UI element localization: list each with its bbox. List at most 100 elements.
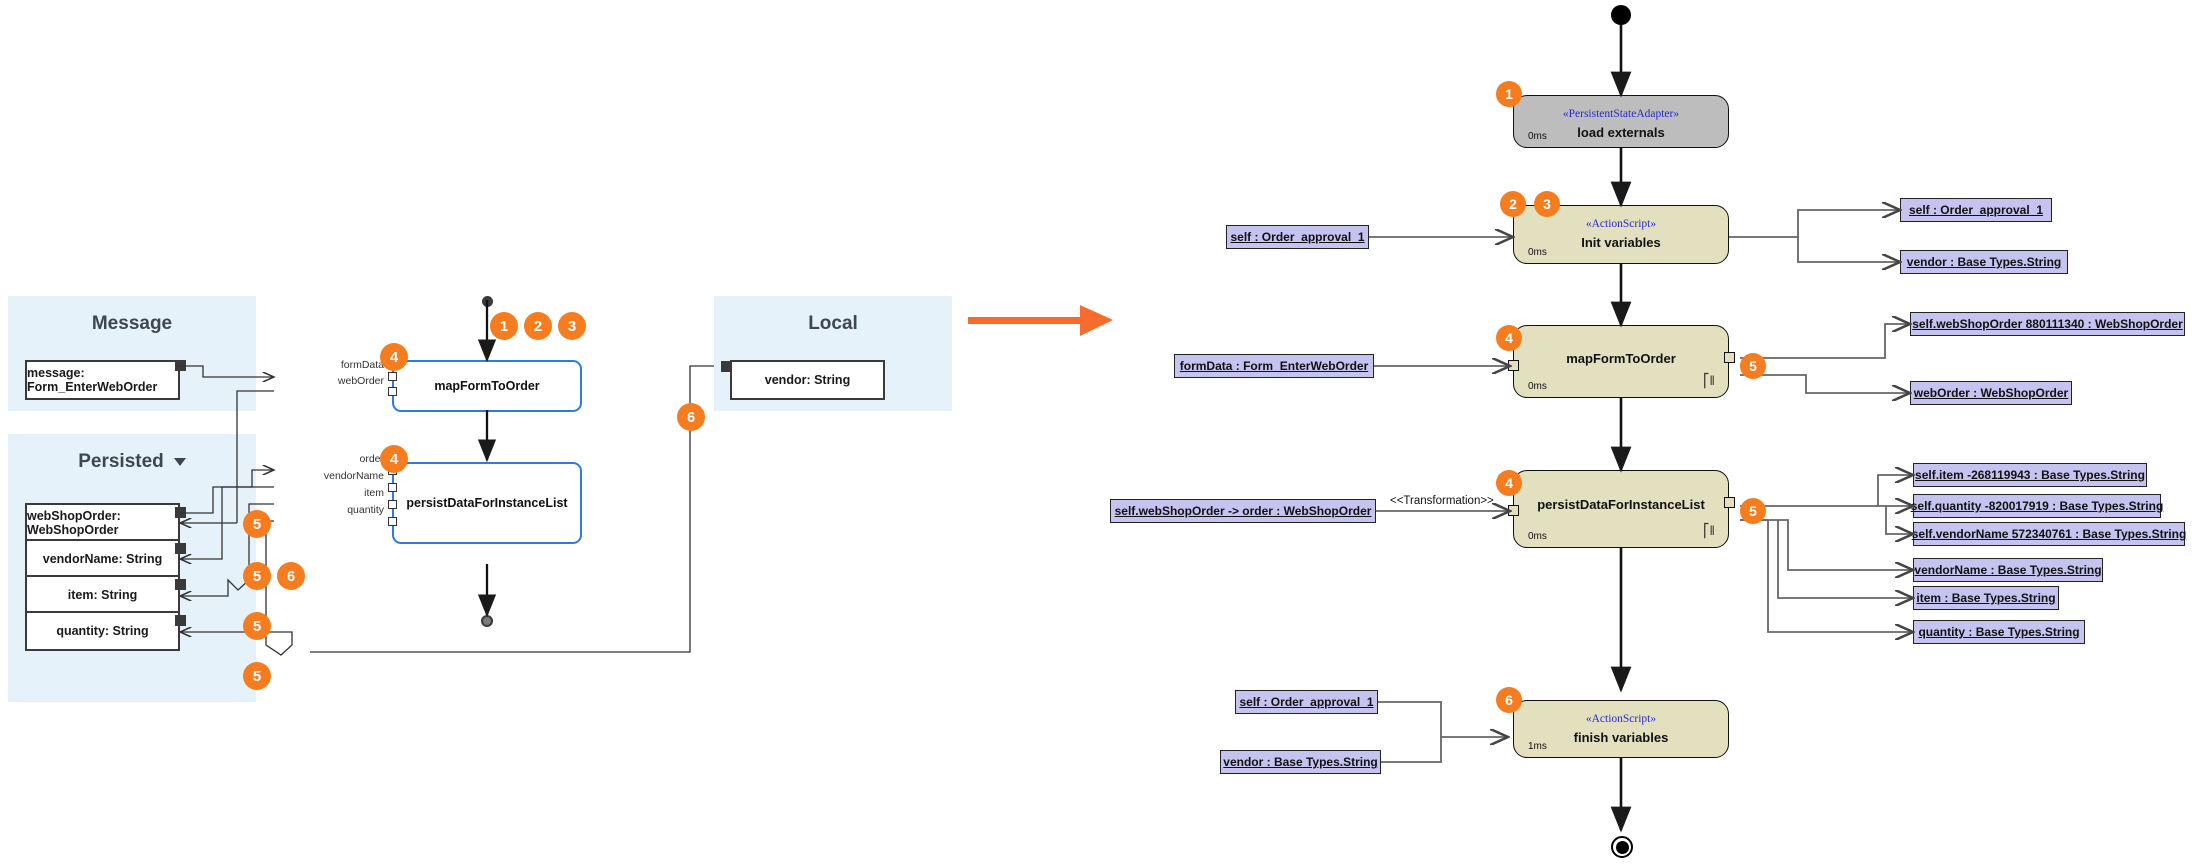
step-badge-6-vendor[interactable]: 6 — [677, 403, 705, 431]
port-label-formdata: formData — [340, 359, 384, 371]
object-node-map-input-formdata[interactable]: formData : Form_EnterWebOrder — [1174, 354, 1374, 378]
port-label-weborder: webOrder — [337, 375, 384, 387]
variable-label: item: String — [67, 588, 138, 602]
state-name: Init variables — [1581, 235, 1661, 250]
state-persist-data-for-instance-list[interactable]: persistDataForInstanceList 0ms ⎡‖ — [1513, 470, 1729, 548]
rt-port-persist-input[interactable] — [1508, 505, 1519, 516]
pin-square-webshoporder — [175, 507, 186, 518]
port-label-item: item — [364, 487, 384, 499]
object-node-map-output-weborder[interactable]: webOrder : WebShopOrder — [1910, 381, 2072, 405]
step-badge-4-persist-right[interactable]: 4 — [1496, 470, 1522, 496]
step-badge-5-quantity[interactable]: 5 — [243, 662, 271, 690]
activity-label: mapFormToOrder — [434, 379, 540, 393]
object-node-persist-output-vendorname[interactable]: vendorName : Base Types.String — [1913, 558, 2103, 582]
variable-box-quantity[interactable]: quantity: String — [25, 611, 180, 651]
object-node-init-output-vendor[interactable]: vendor : Base Types.String — [1900, 250, 2068, 274]
step-badge-6-vendorname[interactable]: 6 — [277, 562, 305, 590]
object-node-finish-input-vendor[interactable]: vendor : Base Types.String — [1220, 750, 1381, 774]
state-name: mapFormToOrder — [1566, 351, 1676, 366]
state-duration: 0ms — [1528, 531, 1547, 542]
state-stereotype: «ActionScript» — [1585, 218, 1657, 230]
initial-node-right — [1611, 5, 1631, 25]
pin-square-item — [175, 579, 186, 590]
state-stereotype: «ActionScript» — [1585, 713, 1657, 725]
step-badge-2[interactable]: 2 — [524, 312, 552, 340]
variable-box-item[interactable]: item: String — [25, 575, 180, 615]
state-name: persistDataForInstanceList — [1537, 497, 1705, 512]
activity-map-form-to-order[interactable]: mapFormToOrder — [392, 360, 582, 412]
step-badge-6-right[interactable]: 6 — [1496, 687, 1522, 713]
variable-label: quantity: String — [56, 624, 149, 638]
pin-square-quantity — [175, 615, 186, 626]
step-badge-5-vendorname[interactable]: 5 — [243, 562, 271, 590]
port-vendorname[interactable] — [388, 483, 397, 492]
state-duration: 1ms — [1528, 741, 1547, 752]
variable-label: vendor: String — [764, 373, 851, 387]
step-badge-5-persist-right[interactable]: 5 — [1740, 498, 1766, 524]
initial-node-left — [482, 296, 493, 307]
step-badge-5-webshoporder[interactable]: 5 — [243, 510, 271, 538]
step-badge-4-map-right[interactable]: 4 — [1496, 325, 1522, 351]
final-node-right-inner — [1616, 841, 1629, 854]
step-badge-2-right[interactable]: 2 — [1500, 191, 1526, 217]
step-badge-1-right[interactable]: 1 — [1496, 81, 1522, 107]
port-label-order: order — [359, 453, 384, 465]
step-badge-3[interactable]: 3 — [558, 312, 586, 340]
group-title-persisted: Persisted — [8, 451, 256, 473]
pin-icon: ⎡‖ — [1703, 373, 1715, 388]
object-node-persist-output-quantity[interactable]: quantity : Base Types.String — [1913, 620, 2085, 644]
rt-port-map-input[interactable] — [1508, 360, 1519, 371]
group-title-message: Message — [91, 313, 173, 334]
variable-box-vendor[interactable]: vendor: String — [730, 360, 885, 400]
step-badge-4-persist[interactable]: 4 — [380, 445, 408, 473]
step-badge-3-right[interactable]: 3 — [1534, 191, 1560, 217]
object-node-map-output-webshoporder[interactable]: self.webShopOrder 880111340 : WebShopOrd… — [1910, 312, 2185, 336]
port-item[interactable] — [388, 500, 397, 509]
step-badge-1[interactable]: 1 — [490, 312, 518, 340]
port-formdata[interactable] — [388, 372, 397, 381]
variable-label: webShopOrder: WebShopOrder — [27, 509, 121, 537]
object-node-persist-output-self-quantity[interactable]: self.quantity -820017919 : Base Types.St… — [1911, 494, 2163, 518]
rt-port-persist-output[interactable] — [1724, 497, 1735, 508]
variable-box-webshoporder[interactable]: webShopOrder: WebShopOrder — [25, 503, 180, 543]
port-weborder[interactable] — [388, 387, 397, 396]
activity-label: persistDataForInstanceList — [406, 496, 568, 510]
state-name: finish variables — [1573, 730, 1669, 745]
object-node-persist-output-self-item[interactable]: self.item -268119943 : Base Types.String — [1913, 463, 2147, 487]
step-badge-5-item[interactable]: 5 — [243, 612, 271, 640]
pin-square-message — [175, 360, 186, 371]
state-finish-variables[interactable]: «ActionScript» finish variables 1ms — [1513, 700, 1729, 758]
variable-box-message[interactable]: message: Form_EnterWebOrder — [25, 360, 180, 400]
state-duration: 0ms — [1528, 247, 1547, 258]
object-node-init-input-self[interactable]: self : Order_approval_1 — [1226, 225, 1369, 249]
state-stereotype: «PersistentStateAdapter» — [1562, 108, 1680, 120]
transformation-label: <<Transformation>> — [1390, 495, 1494, 507]
state-duration: 0ms — [1528, 131, 1547, 142]
port-label-vendorname: vendorName — [323, 470, 384, 482]
rt-port-map-output[interactable] — [1724, 352, 1735, 363]
port-quantity[interactable] — [388, 517, 397, 526]
state-load-externals[interactable]: «PersistentStateAdapter» load externals … — [1513, 95, 1729, 148]
variable-label: message: Form_EnterWebOrder — [27, 366, 158, 394]
pin-square-vendorname — [175, 543, 186, 554]
object-node-persist-output-self-vendorname[interactable]: self.vendorName 572340761 : Base Types.S… — [1912, 522, 2186, 546]
state-map-form-to-order[interactable]: mapFormToOrder 0ms ⎡‖ — [1513, 325, 1729, 398]
chevron-down-icon[interactable] — [173, 457, 186, 466]
variable-label: vendorName: String — [42, 552, 163, 566]
object-node-init-output-self[interactable]: self : Order_approval_1 — [1900, 198, 2052, 222]
object-node-persist-input-order[interactable]: self.webShopOrder -> order : WebShopOrde… — [1110, 499, 1376, 523]
activity-persist-data[interactable]: persistDataForInstanceList — [392, 462, 582, 544]
variable-box-vendorname[interactable]: vendorName: String — [25, 539, 180, 579]
pin-icon: ⎡‖ — [1703, 523, 1715, 538]
state-duration: 0ms — [1528, 381, 1547, 392]
step-badge-4-map[interactable]: 4 — [380, 343, 408, 371]
object-node-finish-input-self[interactable]: self : Order_approval_1 — [1235, 690, 1378, 714]
final-node-left — [481, 615, 493, 627]
object-node-persist-output-item[interactable]: item : Base Types.String — [1913, 586, 2059, 610]
pin-square-vendor — [721, 361, 732, 372]
step-badge-5-map-right[interactable]: 5 — [1740, 353, 1766, 379]
flow-arrow-icon — [968, 305, 1113, 336]
state-name: load externals — [1577, 125, 1665, 140]
